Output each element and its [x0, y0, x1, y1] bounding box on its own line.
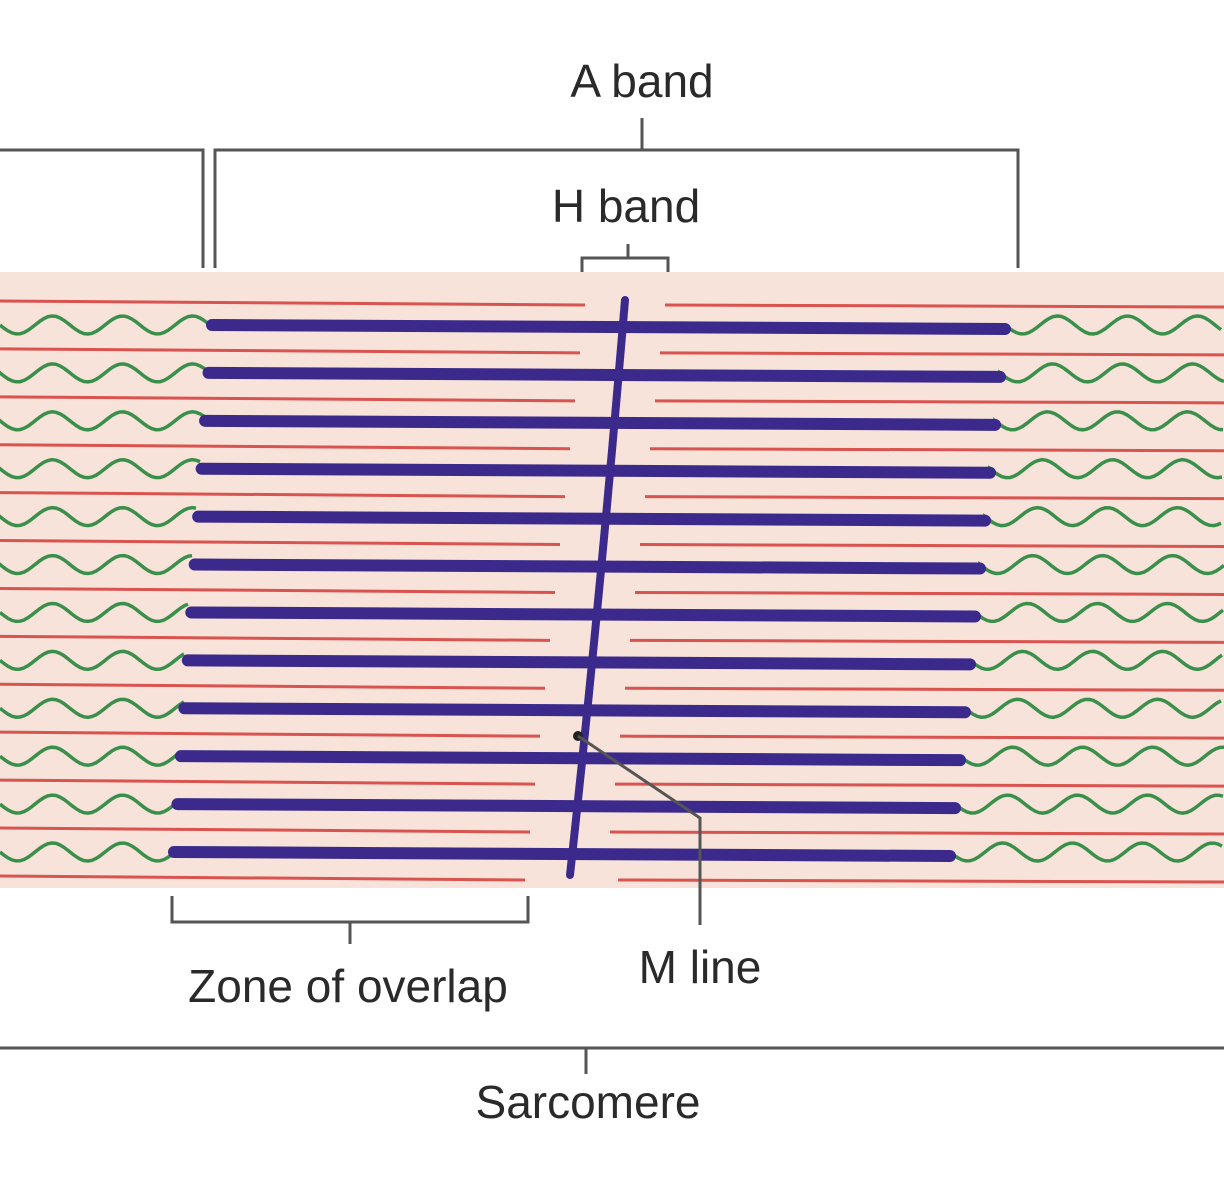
titin-right: [948, 841, 1223, 863]
thick-filament: [185, 606, 981, 623]
titin-left: [0, 649, 185, 672]
titin-left: [0, 314, 214, 336]
titin-left: [0, 697, 185, 720]
titin-left: [0, 457, 201, 480]
titin-left: [0, 601, 189, 624]
m-line-label: M line: [639, 941, 762, 993]
titin-right: [978, 553, 1224, 576]
i-band-bracket: [0, 148, 205, 268]
sarcomere-label: Sarcomere: [476, 1076, 701, 1128]
thin-filament-right: [624, 686, 1224, 692]
thin-filament-left: [0, 874, 526, 882]
zone-of-overlap-bracket: [170, 896, 530, 944]
titin-left: [0, 505, 197, 528]
titin-left: [0, 745, 182, 767]
thin-filament-left: [0, 586, 556, 594]
titin-right: [973, 601, 1224, 624]
thin-filaments: [0, 299, 1224, 884]
thin-filament-right: [654, 399, 1224, 405]
thin-filament-right: [639, 543, 1224, 549]
titin-left: [0, 841, 174, 863]
thick-filament: [178, 702, 971, 719]
h-band-bracket: [580, 244, 670, 272]
thick-filaments: [168, 319, 1011, 862]
a-band-bracket: [213, 118, 1020, 268]
titin-right: [1003, 314, 1223, 336]
thin-filament-right: [634, 590, 1224, 596]
titin-left: [0, 793, 178, 815]
thick-filament: [199, 414, 1001, 431]
thick-filament: [192, 510, 991, 527]
thin-filament-right: [664, 303, 1224, 309]
myofibril-background: [0, 272, 1224, 888]
thin-filament-left: [0, 539, 561, 547]
thin-filament-right: [609, 830, 1224, 836]
titin-right: [953, 793, 1224, 815]
titin-left: [0, 553, 193, 576]
titin-left: [0, 410, 205, 432]
thin-filament-right: [629, 638, 1224, 644]
m-line-leader: [573, 731, 702, 925]
titin-right: [968, 649, 1224, 672]
a-band-label: A band: [570, 55, 713, 107]
thin-filament-left: [0, 730, 541, 738]
titin-right: [958, 745, 1224, 767]
thin-filament-left: [0, 491, 566, 499]
thin-filament-left: [0, 826, 531, 834]
thin-filament-left: [0, 395, 576, 403]
thin-filament-left: [0, 682, 546, 690]
thin-filament-right: [649, 447, 1224, 453]
thin-filament-left: [0, 634, 551, 642]
thick-filament: [171, 798, 961, 815]
thin-filament-right: [644, 495, 1224, 501]
thin-filament-right: [619, 734, 1224, 740]
thick-filament: [168, 846, 956, 862]
thin-filament-left: [0, 347, 581, 355]
titin-right: [963, 697, 1222, 720]
titin-right: [993, 410, 1224, 432]
m-line: [566, 296, 629, 879]
thin-filament-left: [0, 299, 586, 307]
thick-filament: [195, 462, 996, 479]
h-band-label: H band: [552, 180, 700, 232]
thick-filament: [174, 750, 966, 767]
thin-filament-right: [659, 351, 1224, 357]
thick-filament: [202, 366, 1006, 383]
thick-filament: [206, 319, 1011, 335]
titin-right: [998, 362, 1224, 384]
thick-filament: [181, 654, 976, 671]
sarcomere-bracket: [0, 1046, 1224, 1074]
zone-of-overlap-label: Zone of overlap: [188, 960, 508, 1012]
thin-filament-right: [614, 782, 1224, 788]
thin-filament-left: [0, 778, 536, 786]
titin-right: [988, 457, 1223, 480]
thin-filament-right: [617, 878, 1224, 884]
titin-springs: [0, 314, 1224, 863]
titin-right: [983, 505, 1222, 528]
titin-left: [0, 362, 210, 384]
thin-filament-left: [0, 443, 571, 451]
thick-filament: [188, 558, 986, 575]
